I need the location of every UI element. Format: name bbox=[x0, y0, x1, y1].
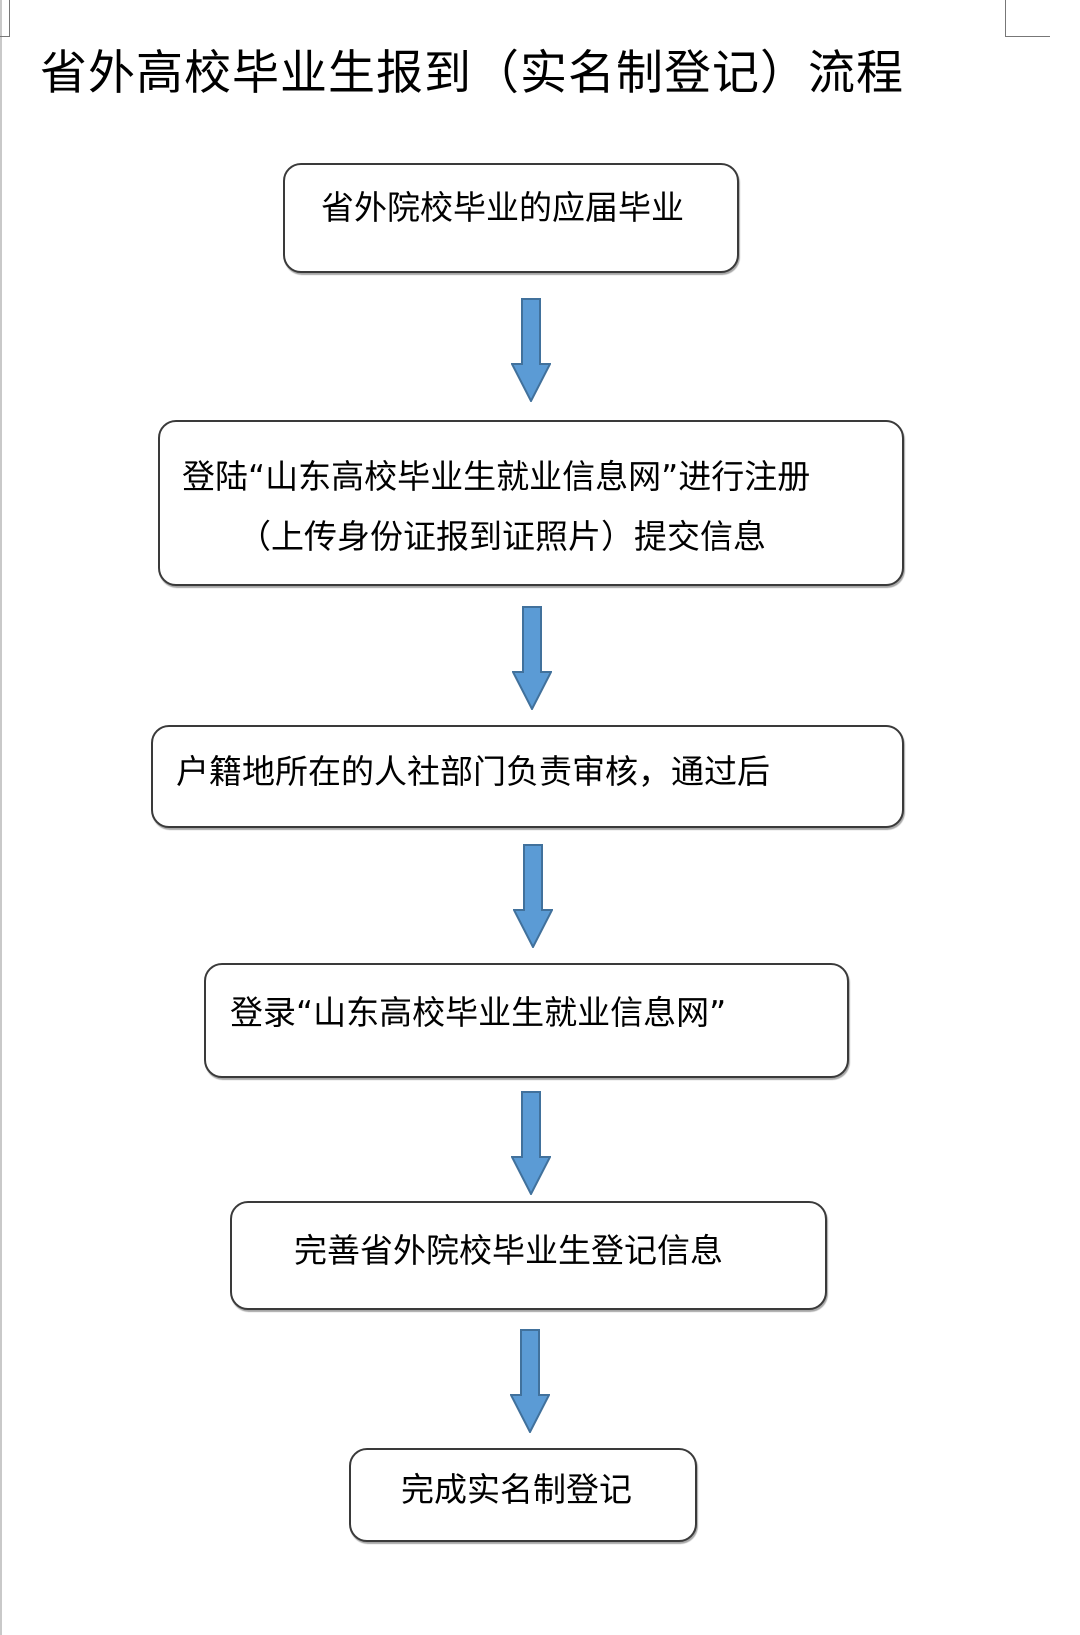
step-text: 户籍地所在的人社部门负责审核，通过后 bbox=[176, 752, 770, 791]
flow-step-5: 完善省外院校毕业生登记信息 bbox=[230, 1201, 827, 1310]
page-title: 省外高校毕业生报到（实名制登记）流程 bbox=[40, 46, 904, 101]
flow-step-4: 登录“山东高校毕业生就业信息网” bbox=[204, 963, 849, 1078]
flow-step-2: 登陆“山东高校毕业生就业信息网”进行注册 （上传身份证报到证照片）提交信息 bbox=[158, 420, 904, 586]
arrow-down-icon bbox=[512, 606, 552, 710]
arrow-down-icon bbox=[510, 1329, 550, 1433]
step-text: 完善省外院校毕业生登记信息 bbox=[294, 1231, 723, 1270]
step-text: 登录“山东高校毕业生就业信息网” bbox=[230, 993, 727, 1032]
step-text: 完成实名制登记 bbox=[401, 1470, 632, 1509]
arrow-down-icon bbox=[511, 1091, 551, 1195]
flow-step-3: 户籍地所在的人社部门负责审核，通过后 bbox=[151, 725, 904, 828]
step-text: 省外院校毕业的应届毕业 bbox=[321, 188, 684, 227]
arrow-down-icon bbox=[513, 844, 553, 948]
margin-corner-mark-right bbox=[1005, 0, 1050, 37]
margin-corner-mark-left bbox=[0, 0, 10, 37]
arrow-down-icon bbox=[511, 298, 551, 402]
step-text: （上传身份证报到证照片）提交信息 bbox=[238, 517, 766, 556]
page-edge bbox=[0, 0, 2, 1635]
flow-step-1: 省外院校毕业的应届毕业 bbox=[283, 163, 739, 273]
flow-step-6: 完成实名制登记 bbox=[349, 1448, 697, 1542]
step-text: 登陆“山东高校毕业生就业信息网”进行注册 bbox=[182, 457, 811, 496]
